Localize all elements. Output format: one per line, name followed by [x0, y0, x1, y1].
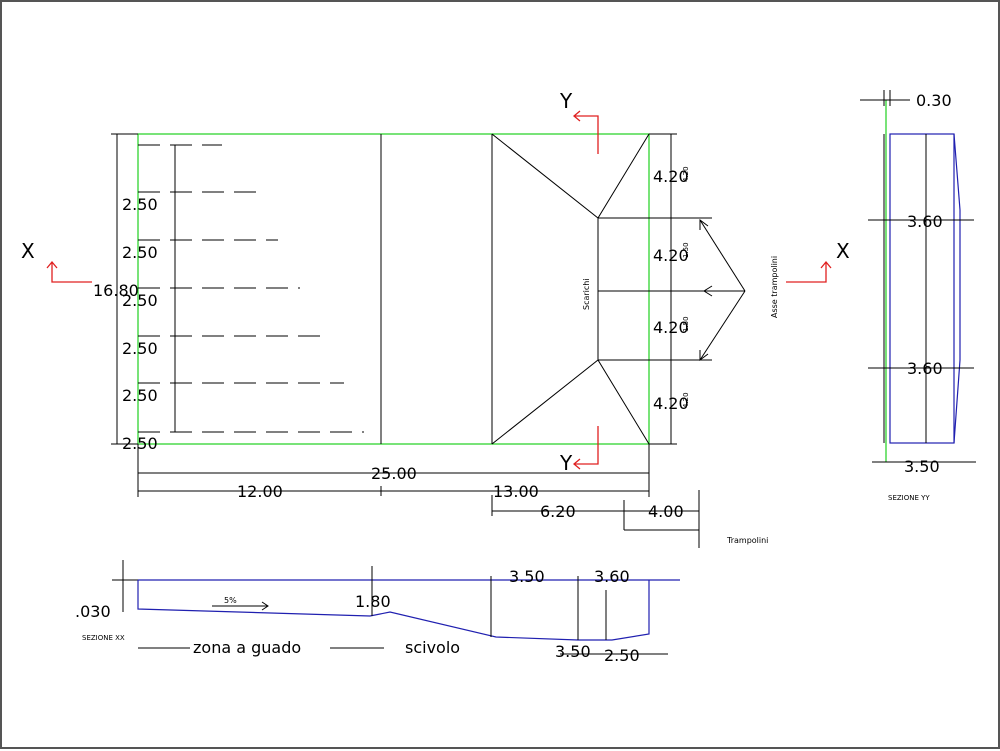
section-y-letter: Y	[559, 89, 573, 113]
board-dim-label: 4.20	[653, 246, 689, 265]
board-axis-arrows	[699, 219, 746, 361]
board-dim-ticks	[598, 133, 712, 445]
xx-bottom-b-label: 2.50	[604, 646, 640, 665]
plan-view: 2.50 2.50 2.50 2.50 2.50 2.50 16.80 X X …	[21, 89, 850, 548]
step-dim-label: 2.50	[122, 339, 158, 358]
yy-depth-lower-label: 3.60	[907, 359, 943, 378]
section-y-arrow-top	[574, 115, 599, 154]
yy-top-label: 0.30	[916, 91, 952, 110]
board-small-label: 4.20	[682, 392, 690, 408]
section-xx: .030 5% 1.80 3.50 3.60 zona a guado sciv…	[75, 560, 680, 665]
yy-pool-profile	[889, 133, 955, 444]
board-small-label: 1.50	[682, 316, 690, 332]
step-dim-label: 2.50	[122, 243, 158, 262]
section-yy: 0.30 3.60 3.60 3.50 SEZIONE YY	[860, 90, 976, 502]
xx-floor-profile	[137, 580, 650, 641]
section-x-arrow-right	[786, 262, 827, 283]
board-small-label: 1.50	[682, 242, 690, 258]
yy-title: SEZIONE YY	[888, 494, 930, 502]
xx-title: SEZIONE XX	[82, 634, 125, 642]
step-dim-label: 2.50	[122, 386, 158, 405]
overall-length-label: 25.00	[371, 464, 417, 483]
overall-height-label: 16.80	[93, 281, 139, 300]
xx-zone-slide-label: scivolo	[405, 638, 460, 657]
drain-label: Scarichi	[582, 278, 591, 310]
board-dim-label: 4.20	[653, 318, 689, 337]
section-x-letter: X	[21, 239, 35, 263]
section-x-arrow-left	[51, 262, 92, 283]
board-small-label: 4.20	[682, 166, 690, 182]
length-left-label: 12.00	[237, 482, 283, 501]
funnel-bottom	[491, 359, 650, 445]
boards-width-label: 4.00	[648, 502, 684, 521]
funnel-top	[491, 133, 650, 219]
step-dim-label: 2.50	[122, 291, 158, 310]
boards-label: Trampolini	[726, 536, 768, 545]
board-dim-label: 4.20	[653, 394, 689, 413]
length-right-label: 13.00	[493, 482, 539, 501]
xx-zone-ford-label: zona a guado	[193, 638, 301, 657]
section-x-letter: X	[836, 239, 850, 263]
step-dim-label: 2.50	[122, 195, 158, 214]
xx-depth-ford-label: 1.80	[355, 592, 391, 611]
section-y-arrow-bottom	[574, 426, 599, 465]
yy-depth-upper-label: 3.60	[907, 212, 943, 231]
xx-slope-label: 5%	[224, 596, 237, 605]
xx-depth-b-label: 3.60	[594, 567, 630, 586]
yy-bottom-label: 3.50	[904, 457, 940, 476]
xx-left-label: .030	[75, 602, 111, 621]
ramp-width-label: 6.20	[540, 502, 576, 521]
xx-depth-a-label: 3.50	[509, 567, 545, 586]
board-dim-label: 4.20	[653, 167, 689, 186]
xx-bottom-a-label: 3.50	[555, 642, 591, 661]
board-axis-label: Asse trampolini	[770, 256, 779, 318]
step-dim-ticks	[170, 144, 180, 433]
section-y-letter: Y	[559, 451, 573, 475]
step-dim-label: 2.50	[122, 434, 158, 453]
pool-outline	[137, 133, 650, 445]
